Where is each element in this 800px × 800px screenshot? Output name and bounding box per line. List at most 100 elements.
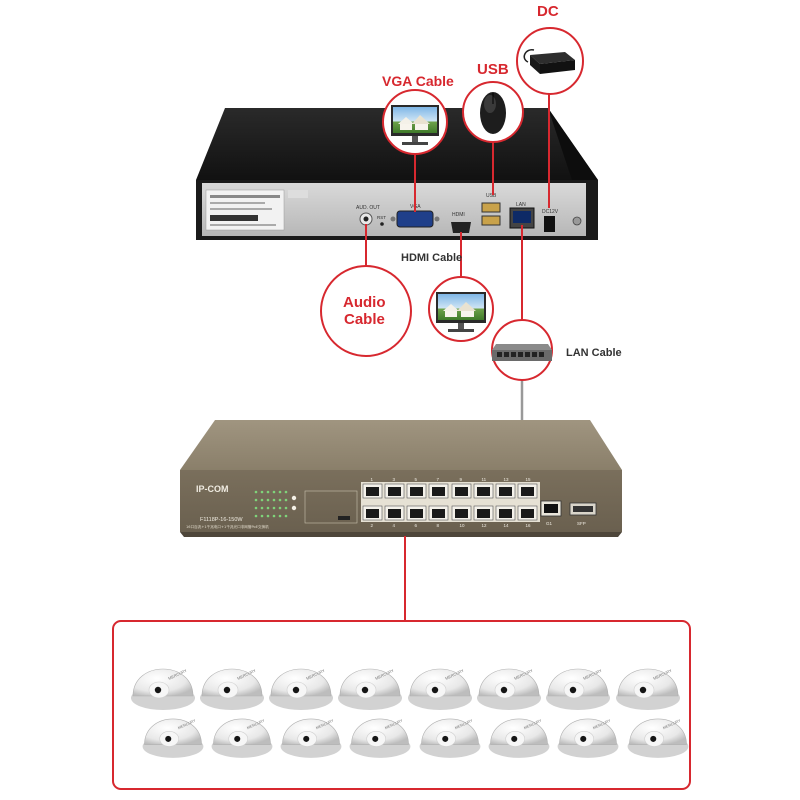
- nvr-vga-port[interactable]: [396, 210, 434, 228]
- camera-lens-icon: [361, 686, 369, 694]
- nvr-lan-label: LAN: [516, 202, 526, 208]
- sticker-barcode: [210, 215, 258, 221]
- port-number-label: 8: [437, 523, 440, 528]
- camera-lens-icon: [500, 686, 508, 694]
- status-led-icon: [272, 490, 276, 494]
- dome-camera: MERCURY: [269, 668, 333, 710]
- dc-adapter-node: [516, 27, 584, 95]
- camera-brand-label: MERCURY: [315, 718, 334, 730]
- camera-brand-label: MERCURY: [592, 718, 611, 730]
- dome-camera: MERCURY: [546, 668, 610, 710]
- dome-camera: MERCURY: [131, 668, 195, 710]
- mode-switch-slider[interactable]: [338, 516, 350, 520]
- nvr-audio-out-label: AUD. OUT: [356, 205, 380, 211]
- switch-brand-logo: IP-COM: [196, 484, 229, 494]
- sfp-port-inner: [573, 506, 593, 512]
- hdmi-monitor-node: [428, 276, 494, 342]
- nvr-dc-port[interactable]: [544, 216, 555, 232]
- camera-lens-icon: [292, 686, 300, 694]
- camera-lens-icon: [511, 735, 518, 742]
- dome-camera: MERCURY: [477, 668, 541, 710]
- camera-brand-label: MERCURY: [384, 718, 403, 730]
- ethernet-port-socket: [388, 509, 401, 518]
- ethernet-port-socket: [455, 487, 468, 496]
- dome-camera: MERCURY: [616, 668, 680, 710]
- vga-monitor-node: [382, 89, 448, 155]
- dome-camera: MERCURY: [627, 718, 689, 758]
- camera-lens-icon: [303, 735, 310, 742]
- camera-lens-icon: [223, 686, 231, 694]
- port-number-label: 1: [371, 477, 374, 482]
- ethernet-port-socket: [477, 509, 490, 518]
- port-number-label: 2: [371, 523, 374, 528]
- hdmi-cable-label: HDMI Cable: [401, 252, 463, 264]
- link-led-icon: [291, 495, 297, 501]
- status-led-icon: [260, 506, 264, 510]
- uplink-g1-inner: [544, 504, 558, 513]
- ethernet-port-socket: [432, 487, 445, 496]
- dome-camera: MERCURY: [338, 668, 402, 710]
- monitor-icon: [391, 105, 439, 145]
- switch-top-face: [180, 420, 622, 470]
- camera-lens-icon: [639, 686, 647, 694]
- nvr-usb-port-1[interactable]: [481, 202, 501, 213]
- status-led-icon: [284, 506, 288, 510]
- nvr-hdmi-port[interactable]: [451, 222, 471, 233]
- nvr-rst-label: RST: [377, 215, 386, 220]
- camera-brand-label: MERCURY: [246, 718, 265, 730]
- mode-switch-box[interactable]: [304, 490, 358, 524]
- port-number-label: 9: [460, 477, 463, 482]
- status-led-icon: [272, 498, 276, 502]
- ethernet-port-socket: [455, 509, 468, 518]
- sticker-line: [210, 224, 276, 226]
- lan-cable-node: [491, 319, 553, 381]
- nvr-connector-lines: [365, 92, 550, 425]
- dome-camera: MERCURY: [211, 718, 273, 758]
- camera-lens-icon: [569, 686, 577, 694]
- ethernet-port-socket: [521, 509, 534, 518]
- dc-label: DC: [537, 3, 559, 20]
- port-number-label: 14: [504, 523, 510, 528]
- switch-model: F1118P-16-150W: [200, 517, 243, 523]
- sfp-label: SFP: [577, 521, 586, 526]
- status-led-icon: [272, 506, 276, 510]
- camera-brand-label: MERCURY: [523, 718, 542, 730]
- ethernet-port-socket: [410, 487, 423, 496]
- switch-subtitle: 16口百兆+1千兆电口+1千兆光口非网管PoE交换机: [186, 524, 269, 529]
- port-number-label: 16: [526, 523, 532, 528]
- lan-port-inner: [513, 211, 531, 223]
- audio-port-hole: [363, 216, 369, 222]
- port-number-label: 15: [526, 477, 532, 482]
- status-led-icon: [284, 490, 288, 494]
- status-led-icon: [266, 490, 270, 494]
- ethernet-port-socket: [521, 487, 534, 496]
- port-number-label: 5: [415, 477, 418, 482]
- mouse-icon: [480, 92, 506, 134]
- ground-screw-icon: [572, 216, 582, 226]
- status-led-icon: [278, 490, 282, 494]
- port-number-label: 3: [393, 477, 396, 482]
- dome-camera: MERCURY: [419, 718, 481, 758]
- sticker-line: [210, 208, 272, 210]
- dome-camera: MERCURY: [557, 718, 619, 758]
- camera-brand-label: MERCURY: [177, 718, 196, 730]
- mini-switch-icon: [492, 344, 552, 361]
- ethernet-port-socket: [366, 509, 379, 518]
- status-led-icon: [272, 514, 276, 518]
- camera-lens-icon: [165, 735, 172, 742]
- port-number-label: 6: [415, 523, 418, 528]
- status-led-icon: [254, 498, 258, 502]
- ethernet-port-socket: [499, 509, 512, 518]
- status-led-icon: [260, 498, 264, 502]
- nvr-reset-hole[interactable]: [380, 222, 384, 226]
- vga-cable-label: VGA Cable: [382, 73, 454, 89]
- status-led-icon: [278, 498, 282, 502]
- nvr-usb-port-2[interactable]: [481, 215, 501, 226]
- port-number-label: 13: [504, 477, 510, 482]
- status-led-icon: [284, 498, 288, 502]
- switch-led-panel: [254, 490, 297, 518]
- audio-cable-label-line1: Audio: [343, 294, 386, 311]
